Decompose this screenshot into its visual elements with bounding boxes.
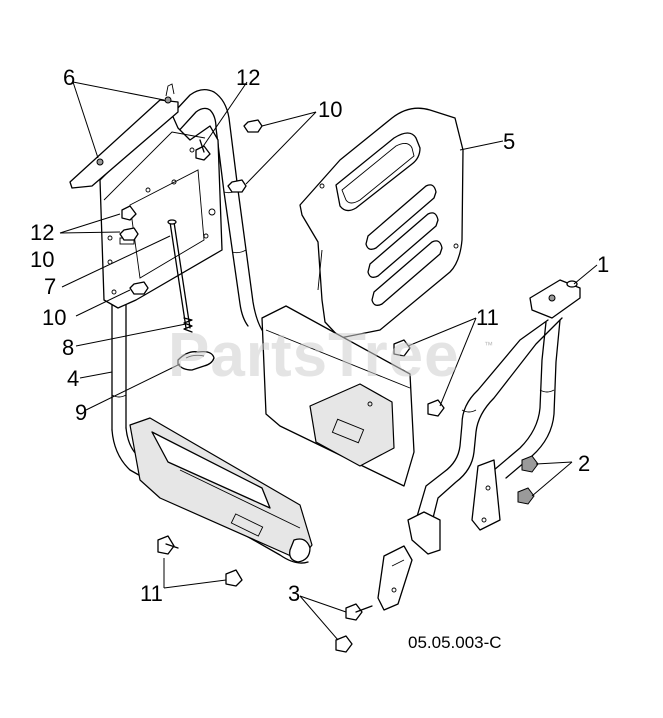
callout-6: 6 (63, 65, 75, 90)
callout-10: 10 (318, 97, 342, 122)
frame-part-4 (69, 83, 309, 564)
bolt-part-3 (335, 603, 373, 653)
callout-11: 11 (476, 305, 499, 330)
handle-part-1 (377, 279, 581, 611)
callout-5: 5 (503, 129, 515, 154)
drawing-code: 05.05.003-C (408, 633, 502, 652)
callout-2: 2 (578, 451, 590, 476)
callout-11: 11 (140, 581, 163, 606)
partstree-watermark: PartsTree ™ (168, 321, 493, 390)
callout-1: 1 (597, 252, 609, 277)
nut-part-2 (517, 455, 539, 505)
watermark-text: PartsTree (168, 321, 460, 390)
panel-part-5 (299, 107, 464, 339)
callout-4: 4 (67, 366, 79, 391)
leader-lines (59, 81, 598, 641)
callout-12: 12 (236, 65, 260, 90)
nut-part-10 (119, 119, 263, 295)
callout-9: 9 (75, 400, 87, 425)
callout-10: 10 (30, 247, 54, 272)
callout-10: 10 (42, 305, 66, 330)
foot-tray (129, 417, 313, 563)
callout-8: 8 (62, 335, 74, 360)
callout-12: 12 (30, 220, 54, 245)
callout-7: 7 (44, 274, 56, 299)
callout-3: 3 (288, 581, 300, 606)
lower-panel (261, 305, 415, 487)
rod-part-7 (167, 219, 191, 329)
knob-part-9 (177, 350, 215, 371)
bolt-part-12 (121, 139, 211, 221)
bolt-part-11 (157, 339, 445, 587)
watermark-trademark: ™ (484, 340, 493, 350)
spring-part-8 (183, 317, 193, 333)
